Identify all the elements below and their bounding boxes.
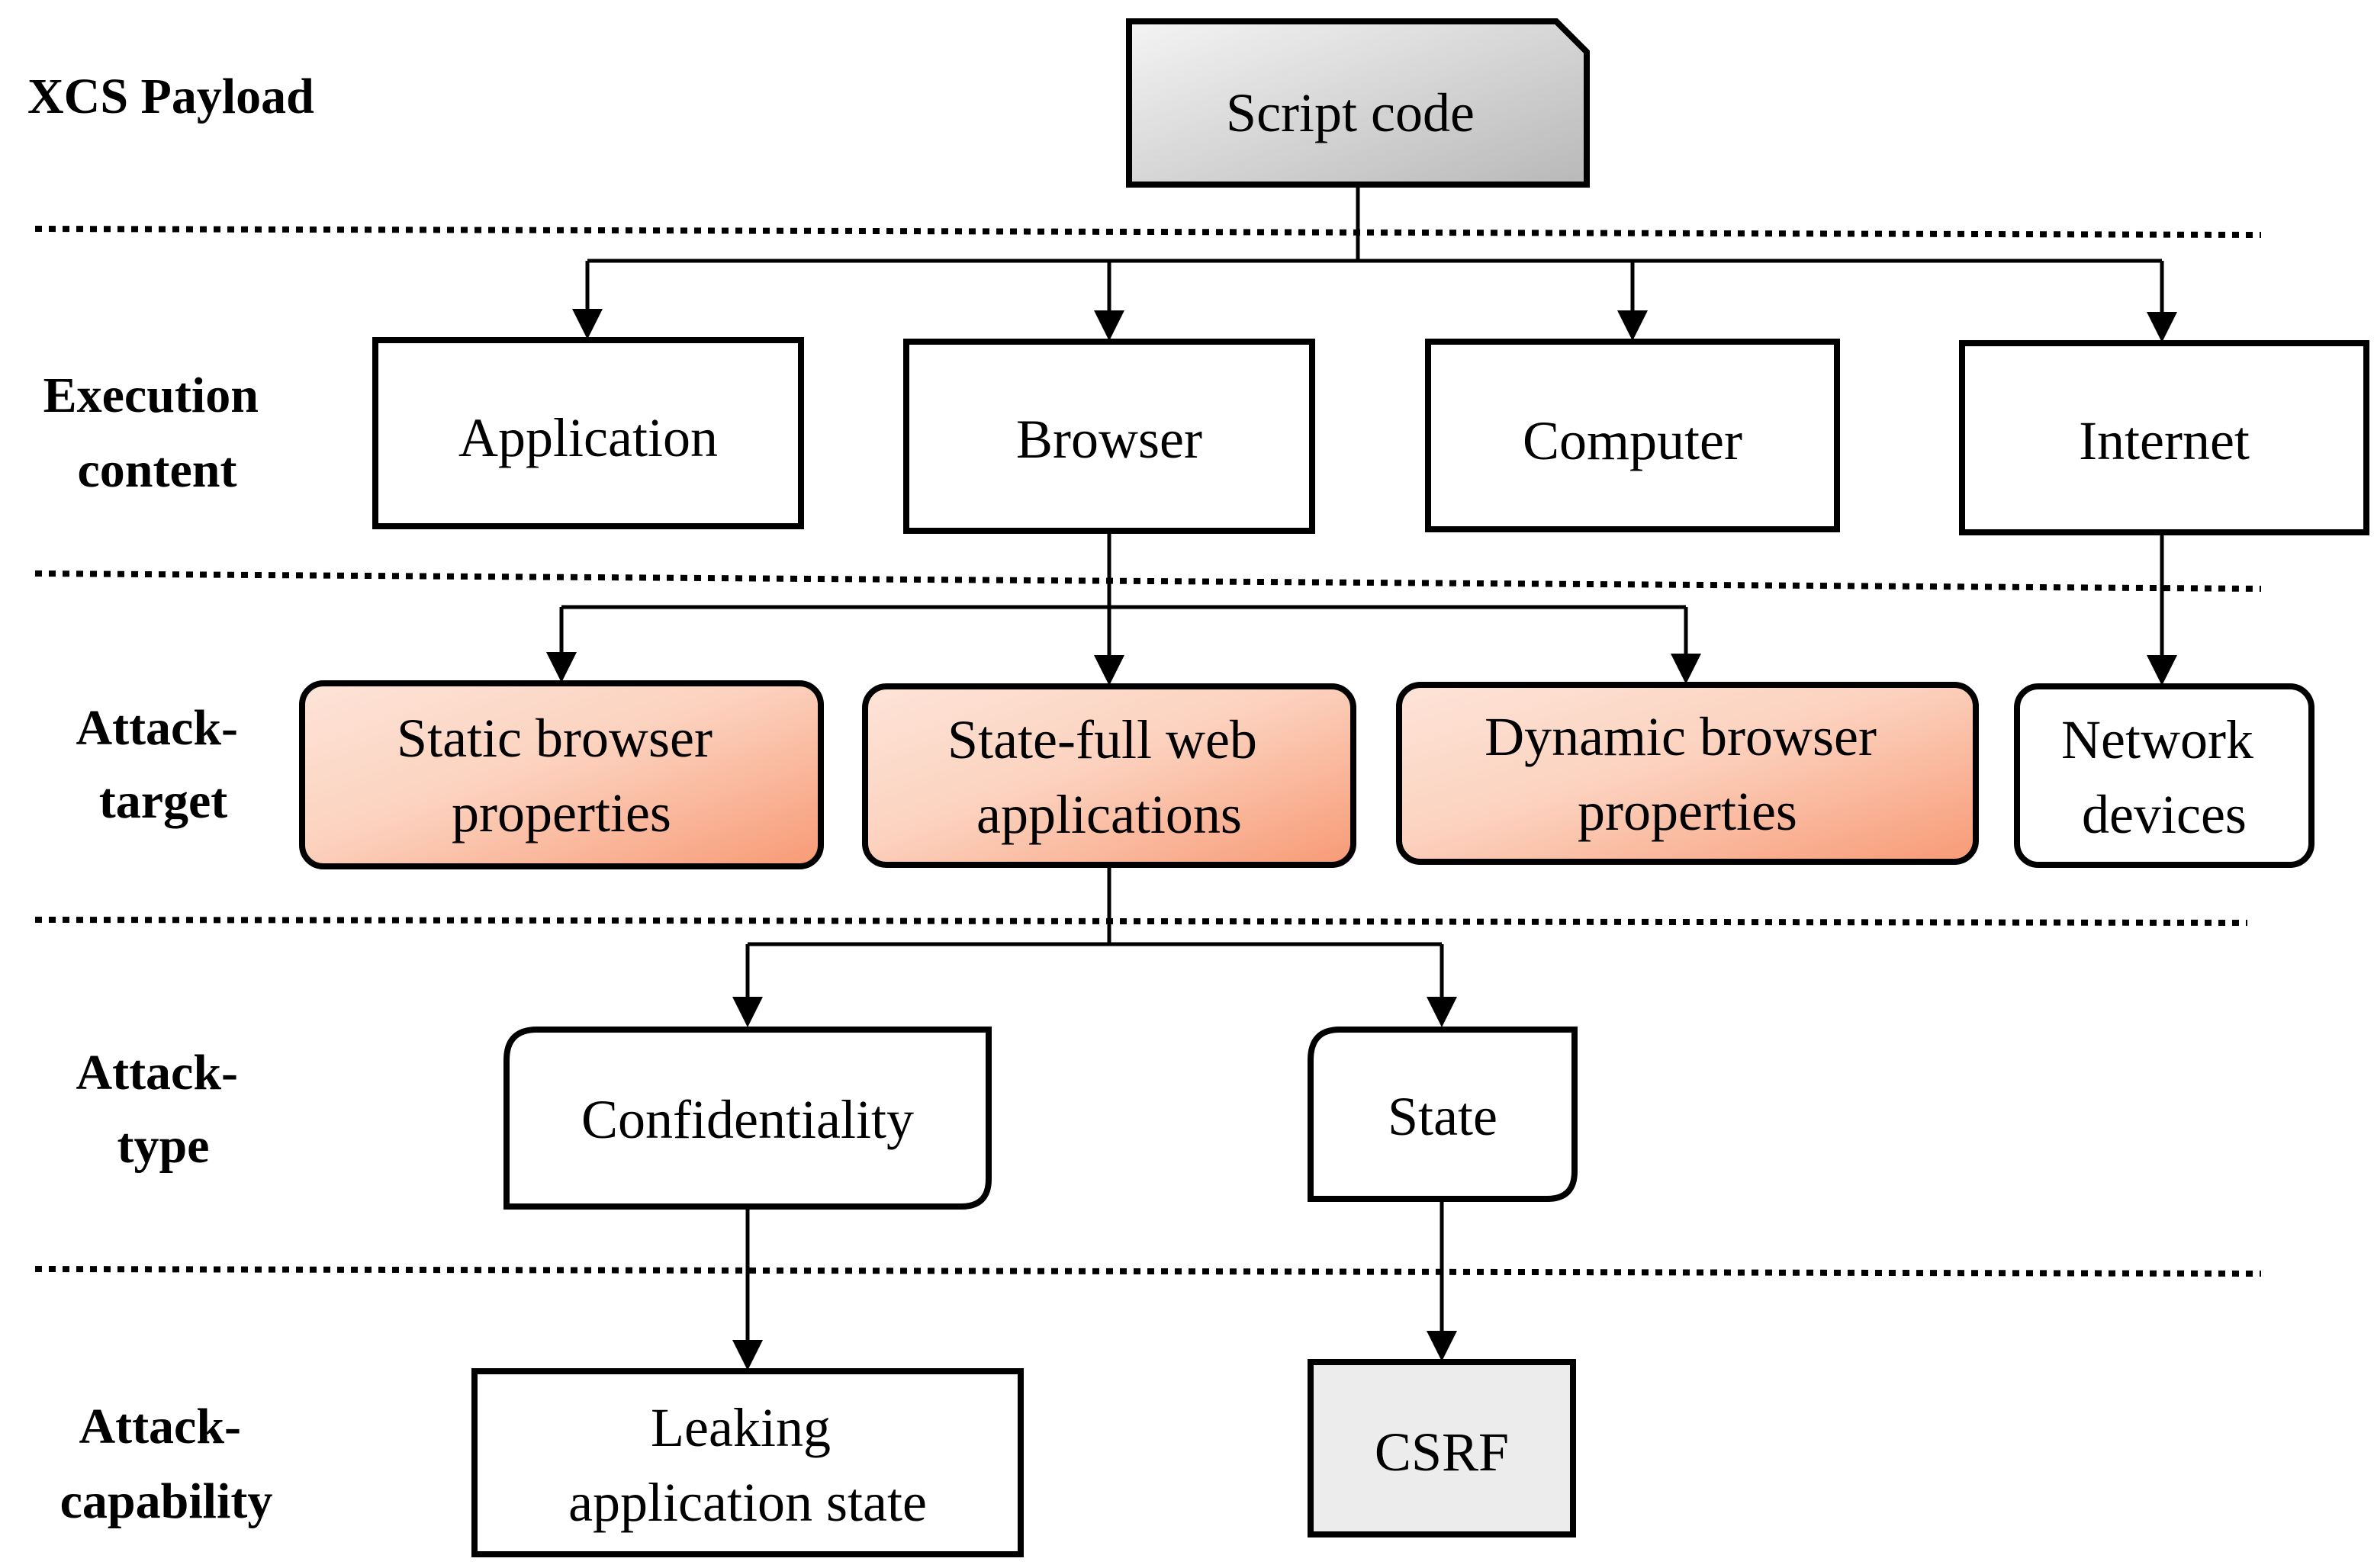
node-leaking-application-state: Leaking application state [471,1368,1024,1557]
node-script-code: Script code [1126,18,1590,188]
node-script-code-shape [1126,18,1590,188]
node-statefull-web-applications: State-full web applications [862,683,1356,868]
node-network-devices-label: Network devices [2061,709,2267,845]
node-network-devices: Network devices [2014,683,2314,868]
separator-line [34,570,2262,592]
node-application: Application [372,337,804,529]
node-statefull-web-label: State-full web applications [947,709,1271,845]
node-browser-label: Browser [1016,409,1202,470]
node-script-code-label: Script code [1226,82,1475,143]
node-state-shape [1308,1027,1578,1202]
node-dynamic-browser-label: Dynamic browser properties [1485,706,1890,842]
node-browser: Browser [903,339,1315,534]
separator-line [34,1266,2262,1277]
node-confidentiality: Confidentiality [503,1027,992,1210]
node-leaking-label: Leaking application state [568,1397,927,1533]
level-label-xcs-payload: XCS Payload [27,69,314,124]
node-state: State [1308,1027,1578,1202]
node-state-label: State [1388,1086,1497,1147]
connector-wires [546,185,2177,1370]
node-csrf: CSRF [1308,1359,1576,1537]
level-label-execution-content: Execution content [43,368,272,498]
node-internet: Internet [1959,340,2369,535]
level-label-attack-target: Attack- target [76,700,250,829]
node-dynamic-browser-properties: Dynamic browser properties [1396,682,1979,865]
node-computer: Computer [1425,339,1840,532]
node-confidentiality-shape [503,1027,992,1210]
node-confidentiality-label: Confidentiality [581,1089,914,1150]
level-label-attack-capability: Attack- capability [60,1399,273,1529]
node-computer-label: Computer [1523,410,1742,471]
node-application-label: Application [458,407,718,468]
level-label-attack-type: Attack- type [76,1045,250,1174]
node-static-browser-properties: Static browser properties [299,680,824,869]
node-static-browser-label: Static browser properties [397,708,726,843]
separator-line [34,917,2248,926]
node-csrf-label: CSRF [1375,1422,1509,1483]
separator-line [34,226,2262,238]
node-internet-label: Internet [2079,410,2250,471]
